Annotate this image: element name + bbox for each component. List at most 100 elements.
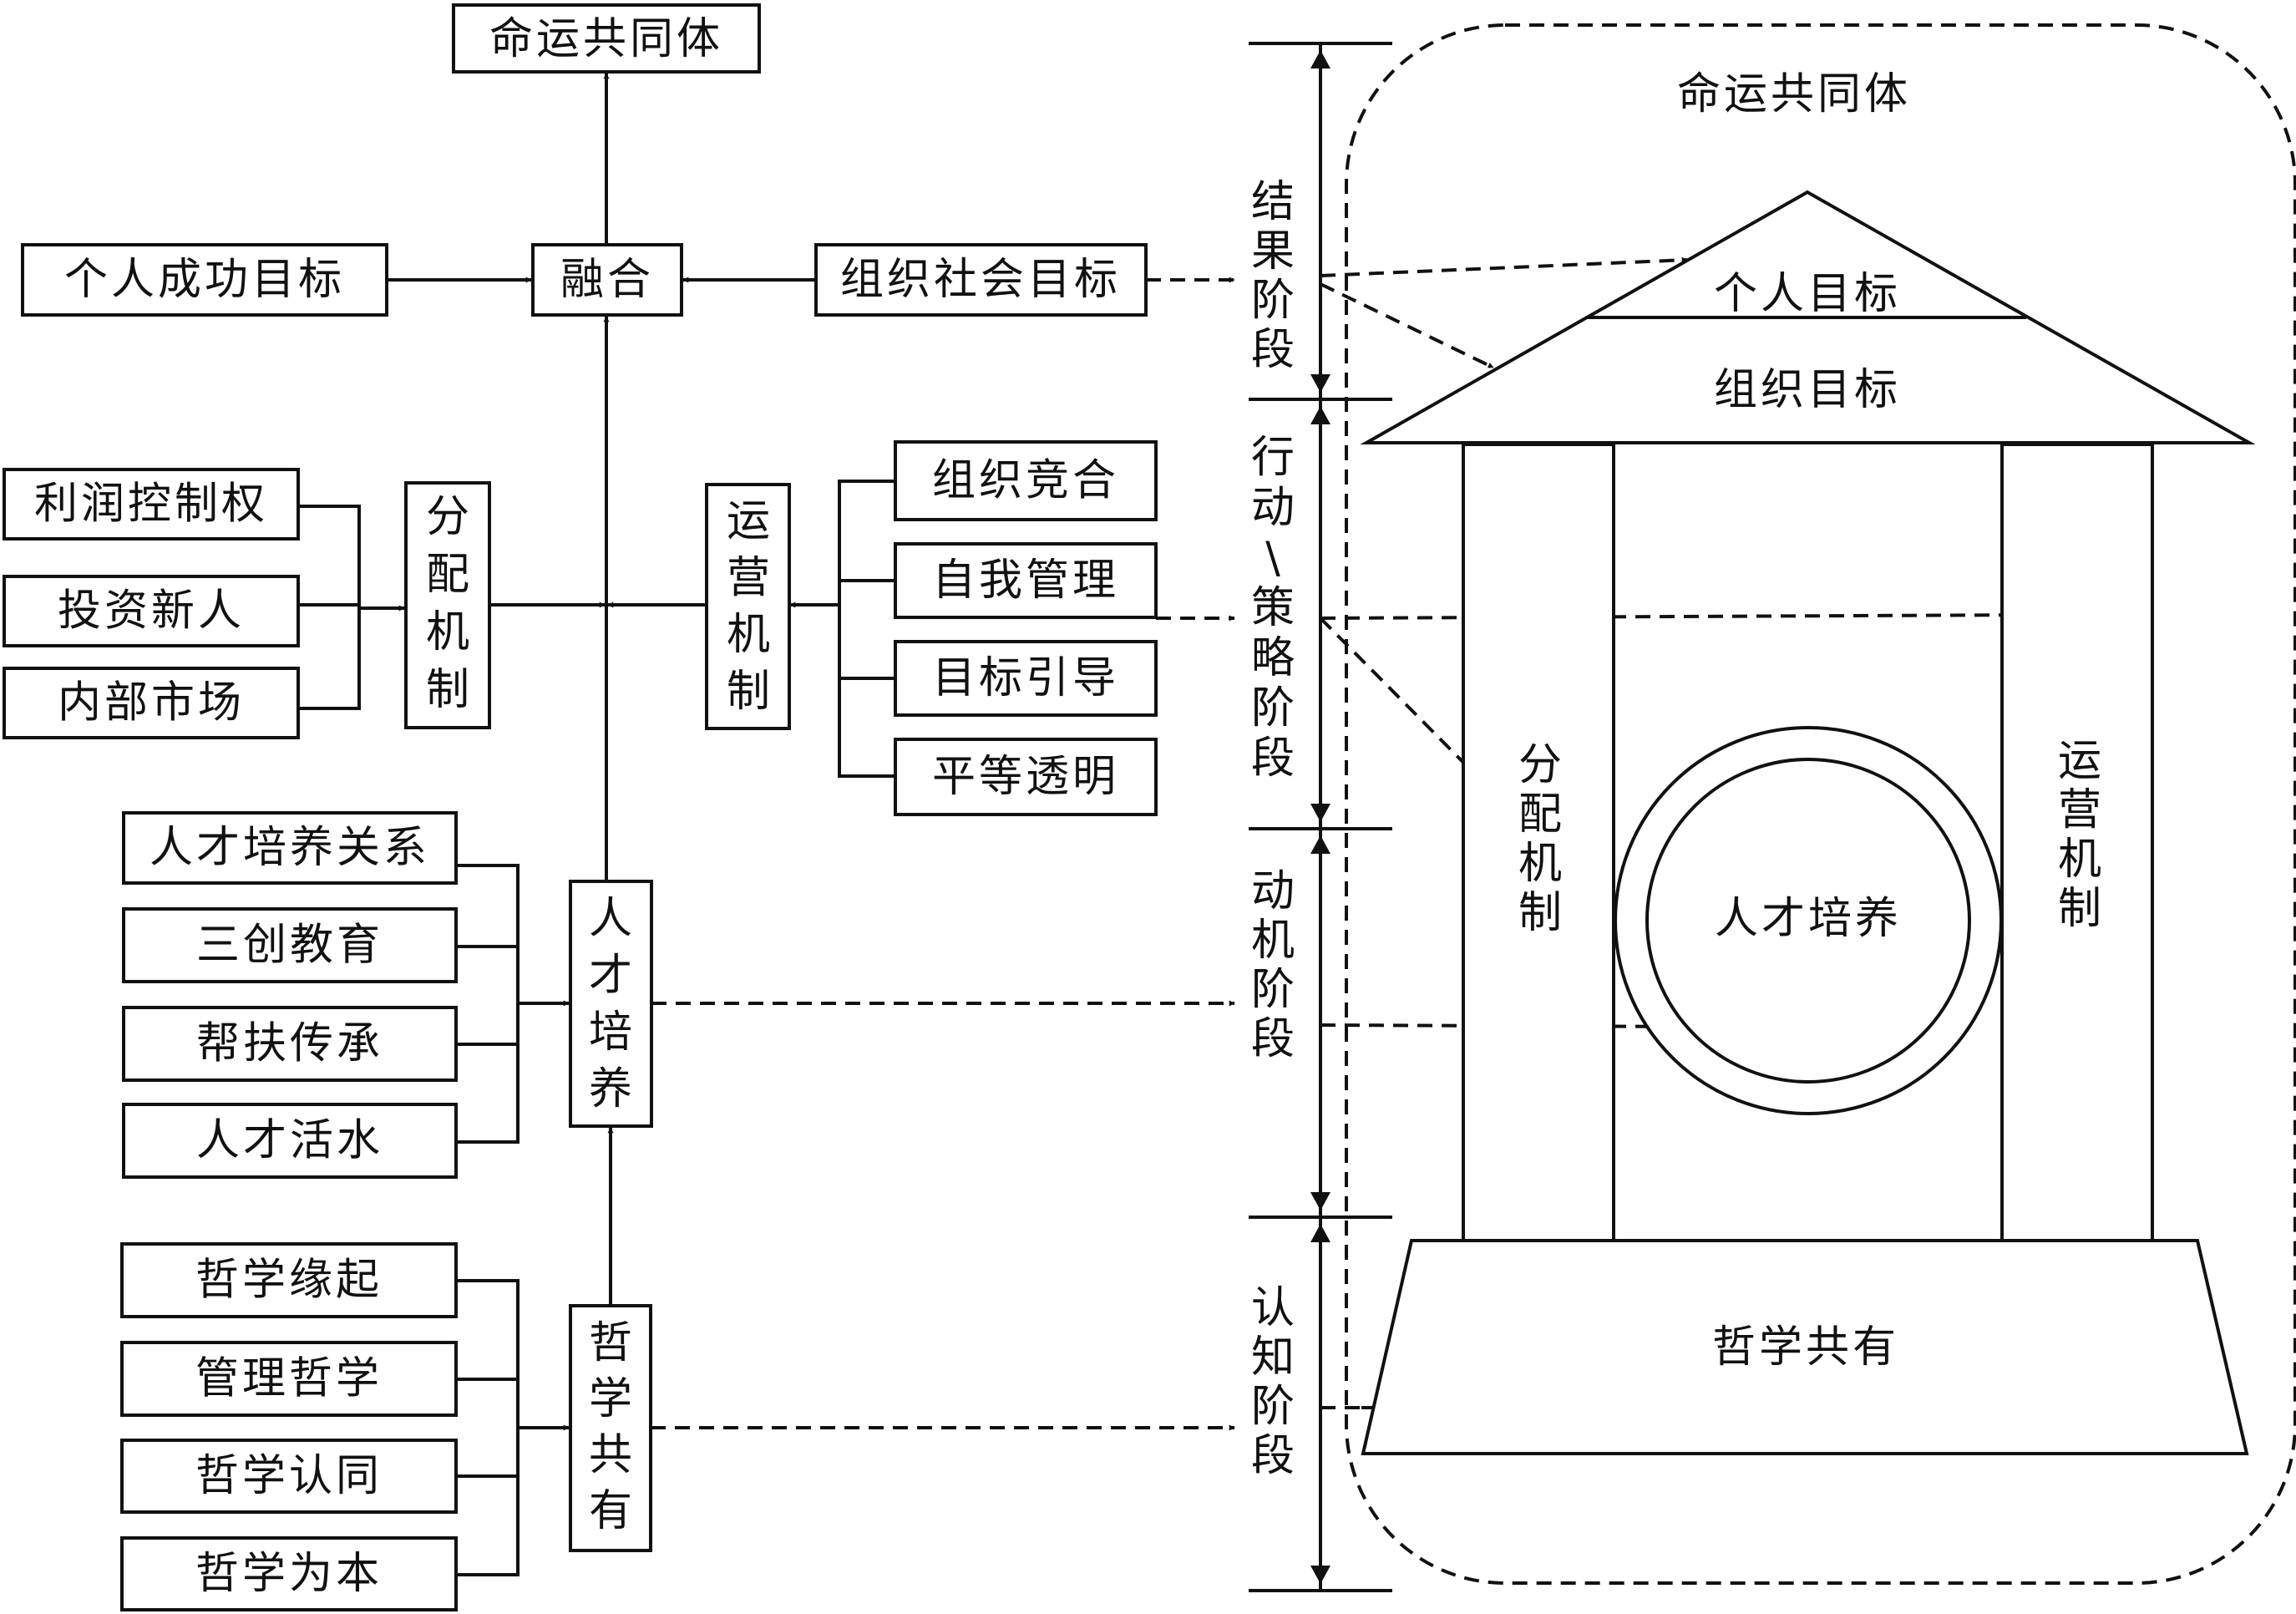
- talent-item-box: [122, 1103, 458, 1179]
- svg-text:制: 制: [727, 667, 770, 717]
- svg-text:果: 果: [1251, 226, 1295, 277]
- philosophy-shared-label: 哲学共有: [589, 1318, 632, 1536]
- svg-text:运: 运: [2058, 736, 2101, 786]
- axis-to-operation-pillar-dashed: [1320, 612, 2035, 620]
- svg-text:阶: 阶: [1251, 965, 1295, 1015]
- philosophy-item-box: [120, 1341, 458, 1417]
- talent-cultivation-box: [569, 880, 653, 1128]
- right-pillar: [2000, 443, 2154, 1242]
- svg-text:认: 认: [1251, 1283, 1295, 1333]
- fusion-box: [531, 243, 683, 317]
- philosophy-shared-box: [569, 1304, 652, 1552]
- operation-item-label: 组织竞合: [932, 456, 1119, 506]
- svg-text:行: 行: [1251, 433, 1295, 483]
- stage-axis-arrowhead: [1310, 1224, 1330, 1242]
- svg-text:配: 配: [1518, 789, 1562, 840]
- svg-text:策: 策: [1251, 583, 1295, 633]
- philosophy-item-label: 哲学认同: [195, 1451, 383, 1501]
- operation-item-box: [894, 542, 1158, 619]
- svg-text:才: 才: [589, 951, 632, 1001]
- talent-item-box: [122, 811, 458, 885]
- svg-text:配: 配: [426, 550, 469, 600]
- operation-item-box: [894, 440, 1158, 521]
- svg-text:制: 制: [2058, 884, 2101, 934]
- fusion-label: 融合: [560, 255, 654, 305]
- talent-item-box: [122, 907, 458, 983]
- svg-text:机: 机: [426, 607, 469, 657]
- talent-item-label: 人才培养关系: [150, 823, 430, 873]
- talent-item-label: 帮扶传承: [196, 1019, 383, 1069]
- roof-top-label: 个人目标: [1714, 269, 1901, 319]
- axis-to-distribution-pillar-dashed: [1319, 617, 1506, 805]
- svg-text:阶: 阶: [1251, 683, 1295, 733]
- svg-text:机: 机: [727, 610, 770, 660]
- talent-cultivation-label: 人才培养: [589, 894, 632, 1114]
- svg-text:哲: 哲: [589, 1318, 632, 1368]
- axis-to-roof-top-dashed: [1320, 256, 1688, 277]
- svg-text:动: 动: [1251, 866, 1295, 916]
- svg-text:阶: 阶: [1251, 276, 1295, 326]
- philosophy-item-box: [120, 1536, 458, 1611]
- center-ring-inner: [1645, 758, 1971, 1084]
- svg-text:段: 段: [1251, 1431, 1295, 1481]
- svg-text:培: 培: [589, 1007, 632, 1058]
- svg-text:结: 结: [1251, 177, 1295, 227]
- philosophy-item-label: 哲学缘起: [195, 1256, 383, 1306]
- talent-item-label: 人才活水: [196, 1116, 383, 1166]
- operation-bracket: [838, 480, 895, 778]
- distribution-item-label: 利润控制权: [34, 480, 268, 530]
- axis-to-roof-dashed: [1320, 282, 1494, 369]
- svg-text:分: 分: [1518, 740, 1562, 790]
- svg-text:制: 制: [1518, 888, 1562, 938]
- svg-text:略: 略: [1251, 633, 1295, 683]
- svg-text:知: 知: [1251, 1332, 1295, 1383]
- svg-text:营: 营: [2058, 785, 2101, 835]
- svg-text:分: 分: [426, 492, 469, 542]
- talent-bracket: [456, 864, 520, 1144]
- stage-axis-arrowhead: [1310, 1566, 1330, 1584]
- svg-text:制: 制: [426, 665, 469, 715]
- distribution-mechanism-box: [404, 481, 491, 729]
- svg-text:机: 机: [1518, 839, 1562, 889]
- svg-text:段: 段: [1251, 1014, 1295, 1064]
- stage-axis-arrowhead: [1310, 50, 1330, 69]
- distribution-item-label: 内部市场: [58, 678, 245, 728]
- roof-bottom-label: 组织目标: [1714, 365, 1901, 415]
- operation-item-label: 自我管理: [932, 556, 1119, 606]
- house-base: [1361, 1239, 2249, 1455]
- svg-text:运: 运: [727, 496, 770, 546]
- svg-text:段: 段: [1251, 325, 1295, 375]
- operation-item-box: [894, 640, 1158, 717]
- philosophy-item-label: 哲学为本: [195, 1549, 383, 1599]
- distribution-item-box: [3, 575, 300, 647]
- stage-axis-arrowhead: [1310, 835, 1330, 854]
- svg-text:营: 营: [727, 553, 770, 603]
- personal-goal-label: 个人成功目标: [64, 255, 345, 305]
- philosophy-item-label: 管理哲学: [195, 1354, 383, 1404]
- house-title: 命运共同体: [1677, 69, 1911, 119]
- svg-text:阶: 阶: [1251, 1382, 1295, 1432]
- talent-item-box: [122, 1006, 458, 1082]
- community-boundary: [1345, 23, 2296, 1585]
- distribution-item-box: [3, 468, 300, 541]
- svg-text:有: 有: [589, 1486, 632, 1536]
- operation-item-box: [894, 738, 1158, 816]
- stage-axis-arrowhead: [1310, 1192, 1330, 1210]
- svg-text:共: 共: [589, 1430, 632, 1480]
- base-label: 哲学共有: [1712, 1322, 1899, 1373]
- personal-goal-box: [21, 243, 388, 317]
- svg-text:段: 段: [1251, 733, 1295, 784]
- talent-item-label: 三创教育: [196, 921, 383, 971]
- svg-text:人: 人: [589, 894, 632, 944]
- stage-axis-arrowhead: [1310, 374, 1330, 393]
- axis-to-talent-dashed: [1320, 1023, 1701, 1030]
- operation-item-label: 目标引导: [932, 653, 1119, 703]
- community-label: 命运共同体: [489, 14, 723, 64]
- distribution-item-box: [3, 667, 300, 739]
